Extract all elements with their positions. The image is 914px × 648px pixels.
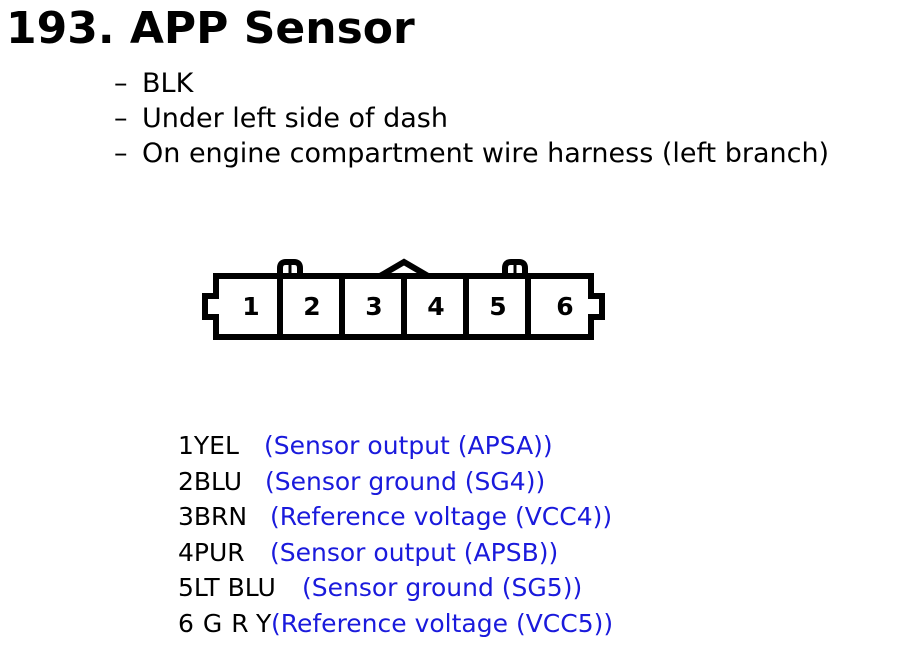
note-text: Under left side of dash <box>142 103 448 134</box>
note-text: On engine compartment wire harness (left… <box>142 138 830 169</box>
page-title: 193. APP Sensor <box>6 3 415 54</box>
note-text: BLK <box>142 68 194 99</box>
note-item-harness: –On engine compartment wire harness (lef… <box>114 136 829 171</box>
wire-color: 6GRY <box>178 608 281 638</box>
locking-tab-left <box>277 259 303 276</box>
note-dash: – <box>114 68 128 99</box>
pin-label-5: 5 <box>489 292 506 321</box>
pin-description: (Reference voltage (VCC5)) <box>271 608 614 638</box>
pin-description: (Sensor output (APSA)) <box>264 431 553 460</box>
pin-label-4: 4 <box>427 292 444 321</box>
wire-color: 5LT BLU <box>178 573 276 603</box>
pin-description: (Reference voltage (VCC4)) <box>270 502 613 532</box>
wire-color: 3BRN <box>178 502 248 532</box>
wire-color: 4PUR <box>178 537 245 567</box>
note-dash: – <box>114 103 128 134</box>
pin-description: (Sensor output (APSB)) <box>270 537 559 567</box>
wire-color: 1YEL <box>178 431 239 460</box>
pin-description: (Sensor ground (SG5)) <box>302 573 583 603</box>
note-item-location: –Under left side of dash <box>114 101 829 136</box>
center-key <box>378 258 430 279</box>
note-item-color: –BLK <box>114 66 829 101</box>
connector-notes: –BLK –Under left side of dash –On engine… <box>114 66 829 171</box>
pin-label-3: 3 <box>365 292 382 321</box>
pin-description: (Sensor ground (SG4)) <box>265 466 546 496</box>
pin-label-6: 6 <box>556 292 573 321</box>
locking-tab-right <box>502 259 528 276</box>
pin-label-1: 1 <box>242 292 259 321</box>
wire-color: 2BLU <box>178 466 243 496</box>
connector-diagram: 1 2 3 4 5 6 <box>202 258 605 340</box>
locking-tab-inner-lines <box>288 265 517 276</box>
note-dash: – <box>114 138 128 169</box>
connector-outline <box>202 273 605 340</box>
pin-label-2: 2 <box>303 292 320 321</box>
